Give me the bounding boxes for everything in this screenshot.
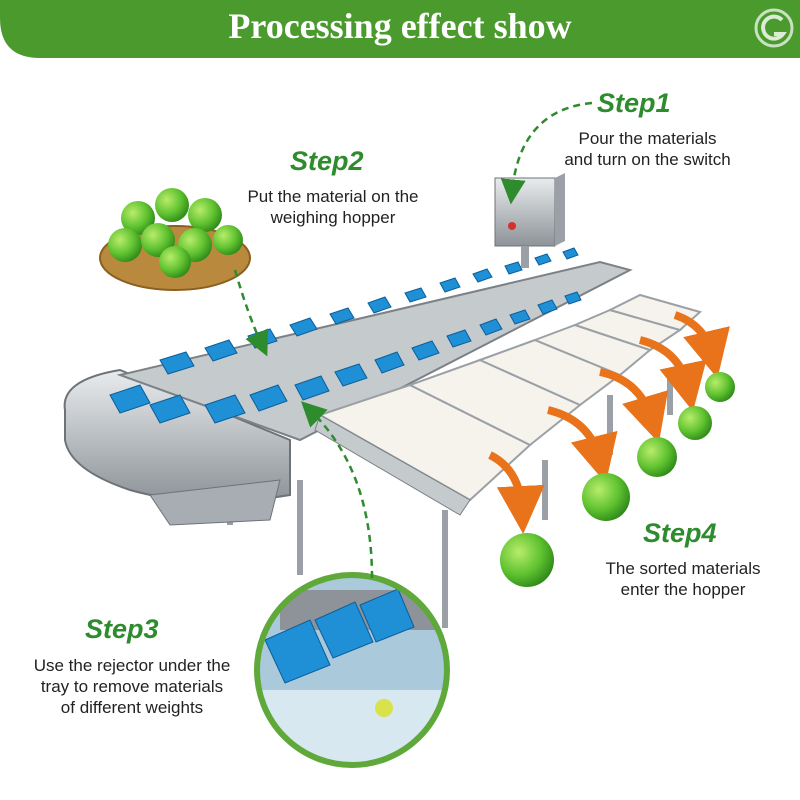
step1-title: Step1 [597,88,671,118]
conveyor-rail [116,260,633,442]
step-pointer-arrows [233,101,593,579]
sorting-hoppers [317,293,703,502]
control-box [494,173,565,268]
infeed-funnel [149,479,281,526]
step3-title: Step3 [85,614,159,644]
discharge-arrows [488,311,730,534]
step3-description: Use the rejector under the tray to remov… [33,656,231,717]
page-title: Processing effect show [228,6,572,46]
step2-title: Step2 [290,146,364,176]
step1-description: Pour the materials and turn on the switc… [564,129,731,169]
header-banner: Processing effect show [0,0,800,58]
step4-description: The sorted materials enter the hopper [605,559,761,599]
fruit-basket-image [99,188,251,291]
brand-logo-icon [754,8,794,48]
step2-description: Put the material on the weighing hopper [247,187,419,227]
sorted-apples [500,372,735,587]
rejector-detail-inset [254,572,450,768]
weighing-trays [109,247,582,424]
power-switch-icon [508,222,516,230]
step4-title: Step4 [643,518,717,548]
banner-background [0,0,800,58]
